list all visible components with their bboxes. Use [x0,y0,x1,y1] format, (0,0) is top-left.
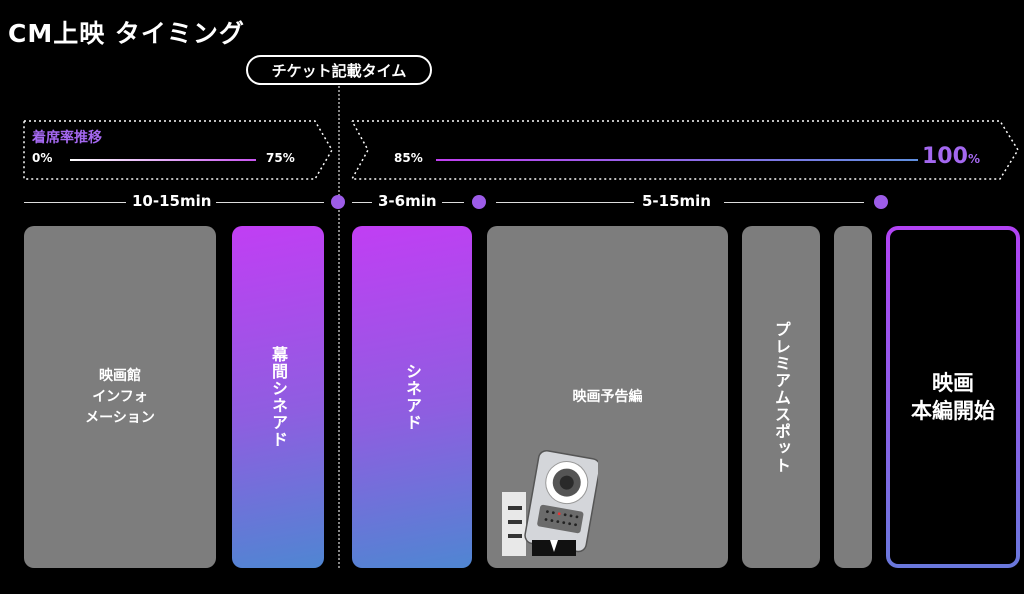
block-cinead: シネアド [352,226,472,568]
segment-line [442,202,464,203]
segment-label-1: 10-15min [132,192,212,210]
premium-spot-label: プレミアムスポット [772,320,791,474]
seat-rate-resume: 85% [394,151,423,165]
segment-label-2: 3-6min [378,192,437,210]
seat-rate-line-1 [70,159,256,161]
seat-rate-start: 0% [32,151,53,165]
theater-info-line-2: インフォ [92,388,148,405]
trailers-label: 映画予告編 [572,388,643,405]
segment-label-3: 5-15min [642,192,711,210]
block-premium-spot: プレミアムスポット [742,226,820,568]
theater-info-line-1: 映画館 [98,367,141,384]
block-main-feature: 映画 本編開始 [886,226,1020,568]
main-feature-line-1: 映画 [932,371,974,395]
timeline-dot [472,195,486,209]
main-feature-line-2: 本編開始 [911,399,995,423]
segment-line [352,202,372,203]
segment-line [216,202,324,203]
theater-info-line-3: メーション [85,409,155,426]
seat-rate-label: 着席率推移 [32,130,102,146]
seat-rate-mid: 75% [266,151,295,165]
seat-rate-line-2 [436,159,918,161]
timeline-dot [331,195,345,209]
timeline-dot [874,195,888,209]
main-feature-label: 映画 本編開始 [911,369,995,425]
block-trailers: 映画予告編 [487,226,728,568]
cinead-label: シネアド [403,363,422,431]
seat-rate-end-unit: % [967,152,980,166]
segment-line [496,202,634,203]
speaker-mascot-icon [502,449,598,556]
block-extra-spot [834,226,872,568]
block-theater-info: 映画館 インフォ メーション [24,226,216,568]
intermission-cinead-label: 幕間シネアド [269,346,288,448]
block-intermission-cinead: 幕間シネアド [232,226,324,568]
theater-info-label: 映画館 インフォ メーション [85,366,155,429]
segment-line [24,202,126,203]
page-title: CM上映 タイミング [8,19,245,48]
ticket-time-badge: チケット記載タイム [246,55,432,85]
ticket-time-divider [338,86,340,568]
seat-rate-end: 100% [922,144,980,169]
seat-rate-end-value: 100 [922,144,968,169]
segment-line [724,202,864,203]
